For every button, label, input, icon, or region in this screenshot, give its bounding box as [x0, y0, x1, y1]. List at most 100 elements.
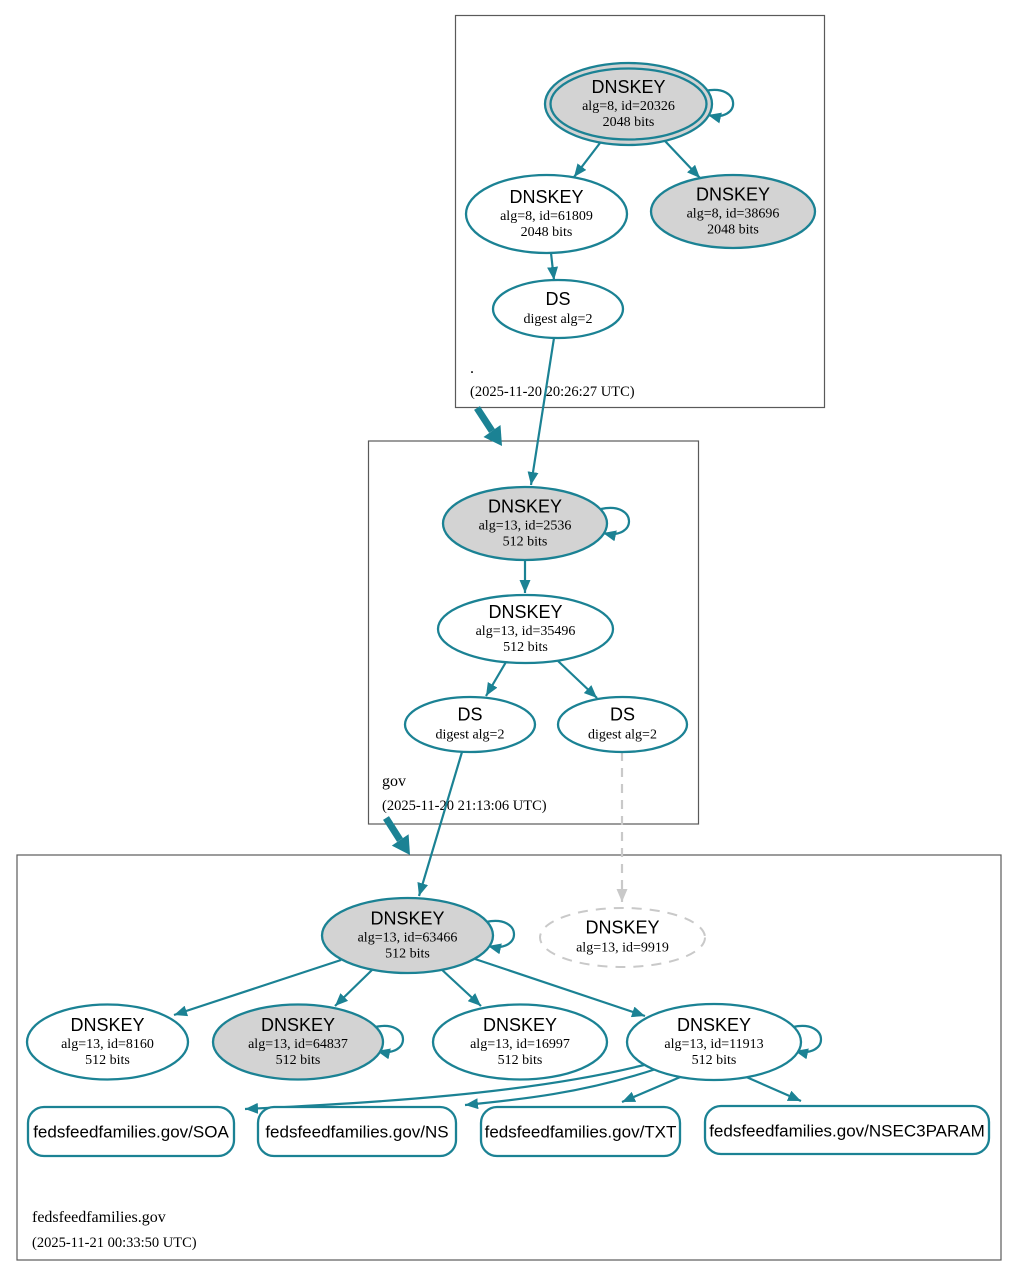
- zone-box-gov: [367, 440, 700, 825]
- node-bits: 512 bits: [85, 1053, 130, 1068]
- node-ds-gov-1[interactable]: DS digest alg=2: [403, 695, 537, 754]
- edge-dnskey-63466-to-16997: [439, 967, 482, 1007]
- edge-dnskey-11913-to-txt: [621, 1073, 686, 1104]
- zone-timestamp-root: (2025-11-20 20:26:27 UTC): [470, 384, 635, 400]
- node-title: DNSKEY: [509, 187, 583, 207]
- node-detail: alg=13, id=35496: [476, 624, 576, 639]
- node-title: DNSKEY: [591, 77, 665, 97]
- edge-dnskey-35496-to-ds-gov-2: [557, 660, 598, 699]
- dnskey-20326-inner-ellipse: [549, 67, 708, 141]
- ds-gov-1-ellipse[interactable]: [403, 695, 537, 754]
- node-detail: alg=8, id=38696: [687, 207, 780, 222]
- ds-root-ellipse[interactable]: [491, 278, 625, 340]
- node-title: DNSKEY: [488, 497, 562, 517]
- zone-label-gov: gov: [382, 773, 406, 790]
- node-bits: 512 bits: [498, 1053, 543, 1068]
- dnskey-63466-ellipse[interactable]: [320, 896, 495, 975]
- zone-box-fedsfeedfamilies: [16, 854, 1002, 1261]
- node-detail: alg=13, id=2536: [479, 519, 572, 534]
- node-bits: 512 bits: [276, 1053, 321, 1068]
- node-dnskey-63466-ksk[interactable]: DNSKEY alg=13, id=63466 512 bits: [320, 896, 495, 975]
- rrset-ns-label: fedsfeedfamilies.gov/NS: [265, 1123, 448, 1142]
- node-dnskey-20326-ksk[interactable]: DNSKEY alg=8, id=20326 2048 bits: [543, 61, 714, 147]
- node-dnskey-64837[interactable]: DNSKEY alg=13, id=64837 512 bits: [211, 1003, 385, 1081]
- node-detail: alg=13, id=9919: [576, 941, 669, 956]
- edge-dnskey-63466-to-64837: [334, 969, 373, 1007]
- delegation-arrow-shaft: [474, 406, 495, 433]
- edge-self-sign-dnskey-64837: [374, 1024, 404, 1060]
- node-detail: digest alg=2: [524, 312, 593, 327]
- rrset-nsec3param-label: fedsfeedfamilies.gov/NSEC3PARAM: [709, 1122, 985, 1141]
- dnskey-61809-ellipse[interactable]: [464, 173, 629, 255]
- node-title: DNSKEY: [70, 1015, 144, 1035]
- rrset-txt-box[interactable]: [479, 1105, 682, 1158]
- rrset-nsec3param-box[interactable]: [703, 1104, 991, 1156]
- edge-dnskey-11913-to-nsec3param: [743, 1074, 802, 1103]
- node-dnskey-9919-missing[interactable]: DNSKEY alg=13, id=9919: [539, 907, 706, 968]
- node-detail: alg=13, id=64837: [248, 1037, 348, 1052]
- rrset-soa-box[interactable]: [26, 1105, 236, 1158]
- rrset-ns-box[interactable]: [256, 1105, 458, 1158]
- node-detail: alg=8, id=20326: [582, 99, 675, 114]
- delegation-arrow-gov-to-fedsfeedfamilies: [383, 816, 410, 855]
- zone-box-root: [454, 14, 826, 409]
- rrset-soa[interactable]: fedsfeedfamilies.gov/SOA: [26, 1105, 236, 1158]
- edge-dnskey-63466-to-8160: [173, 958, 342, 1017]
- node-dnskey-38696[interactable]: DNSKEY alg=8, id=38696 2048 bits: [649, 173, 817, 250]
- node-title: DS: [545, 289, 570, 309]
- node-detail: digest alg=2: [436, 728, 505, 743]
- dnskey-35496-ellipse[interactable]: [436, 593, 615, 665]
- dnskey-64837-ellipse[interactable]: [211, 1003, 385, 1081]
- dnskey-16997-ellipse[interactable]: [431, 1003, 609, 1081]
- rrset-nsec3param[interactable]: fedsfeedfamilies.gov/NSEC3PARAM: [703, 1104, 991, 1156]
- edge-self-sign-dnskey-63466: [485, 919, 515, 955]
- node-dnskey-61809[interactable]: DNSKEY alg=8, id=61809 2048 bits: [464, 173, 629, 255]
- ds-gov-2-ellipse[interactable]: [556, 695, 689, 754]
- dnskey-11913-ellipse[interactable]: [625, 1002, 803, 1082]
- rrset-ns[interactable]: fedsfeedfamilies.gov/NS: [256, 1105, 458, 1158]
- node-title: DNSKEY: [370, 909, 444, 929]
- dnskey-2536-ellipse[interactable]: [441, 485, 609, 562]
- delegation-arrow-head: [391, 834, 410, 855]
- node-title: DNSKEY: [483, 1015, 557, 1035]
- node-ds-gov-2[interactable]: DS digest alg=2: [556, 695, 689, 754]
- rrset-txt[interactable]: fedsfeedfamilies.gov/TXT: [479, 1105, 682, 1158]
- zone-label-root: .: [470, 360, 474, 377]
- delegation-arrow-head: [483, 425, 502, 446]
- node-title: DS: [610, 705, 635, 725]
- edge-dnskey-35496-to-ds-gov-1: [485, 661, 507, 697]
- edge-self-sign-dnskey-20326: [704, 88, 735, 124]
- delegation-arrow-root-to-gov: [474, 406, 502, 446]
- node-ds-root[interactable]: DS digest alg=2: [491, 278, 625, 340]
- node-dnskey-2536-ksk[interactable]: DNSKEY alg=13, id=2536 512 bits: [441, 485, 609, 562]
- node-dnskey-8160[interactable]: DNSKEY alg=13, id=8160 512 bits: [25, 1003, 190, 1081]
- node-title: DNSKEY: [696, 185, 770, 205]
- dnskey-38696-ellipse[interactable]: [649, 173, 817, 250]
- node-detail: alg=13, id=8160: [61, 1037, 154, 1052]
- node-bits: 2048 bits: [521, 225, 573, 240]
- node-bits: 2048 bits: [603, 115, 655, 130]
- edge-ds-root-to-dnskey-2536: [527, 337, 556, 486]
- edge-dnskey-20326-to-38696: [664, 140, 701, 179]
- node-bits: 512 bits: [385, 947, 430, 962]
- node-title: DNSKEY: [585, 918, 659, 938]
- node-dnskey-35496[interactable]: DNSKEY alg=13, id=35496 512 bits: [436, 593, 615, 665]
- node-bits: 512 bits: [692, 1053, 737, 1068]
- node-title: DS: [457, 705, 482, 725]
- node-title: DNSKEY: [677, 1015, 751, 1035]
- dnskey-8160-ellipse[interactable]: [25, 1003, 190, 1081]
- edge-self-sign-dnskey-11913: [792, 1024, 822, 1060]
- node-detail: alg=13, id=63466: [358, 931, 458, 946]
- node-title: DNSKEY: [488, 602, 562, 622]
- node-dnskey-16997[interactable]: DNSKEY alg=13, id=16997 512 bits: [431, 1003, 609, 1081]
- edge-dnskey-61809-to-ds-root: [547, 252, 559, 281]
- zone-timestamp-gov: (2025-11-20 21:13:06 UTC): [382, 798, 547, 814]
- delegation-arrow-shaft: [383, 816, 403, 842]
- edge-dnskey-63466-to-11913: [474, 957, 646, 1018]
- node-title: DNSKEY: [261, 1015, 335, 1035]
- dnskey-9919-ellipse[interactable]: [539, 907, 706, 968]
- node-dnskey-11913[interactable]: DNSKEY alg=13, id=11913 512 bits: [625, 1002, 803, 1082]
- node-detail: alg=13, id=11913: [664, 1037, 763, 1052]
